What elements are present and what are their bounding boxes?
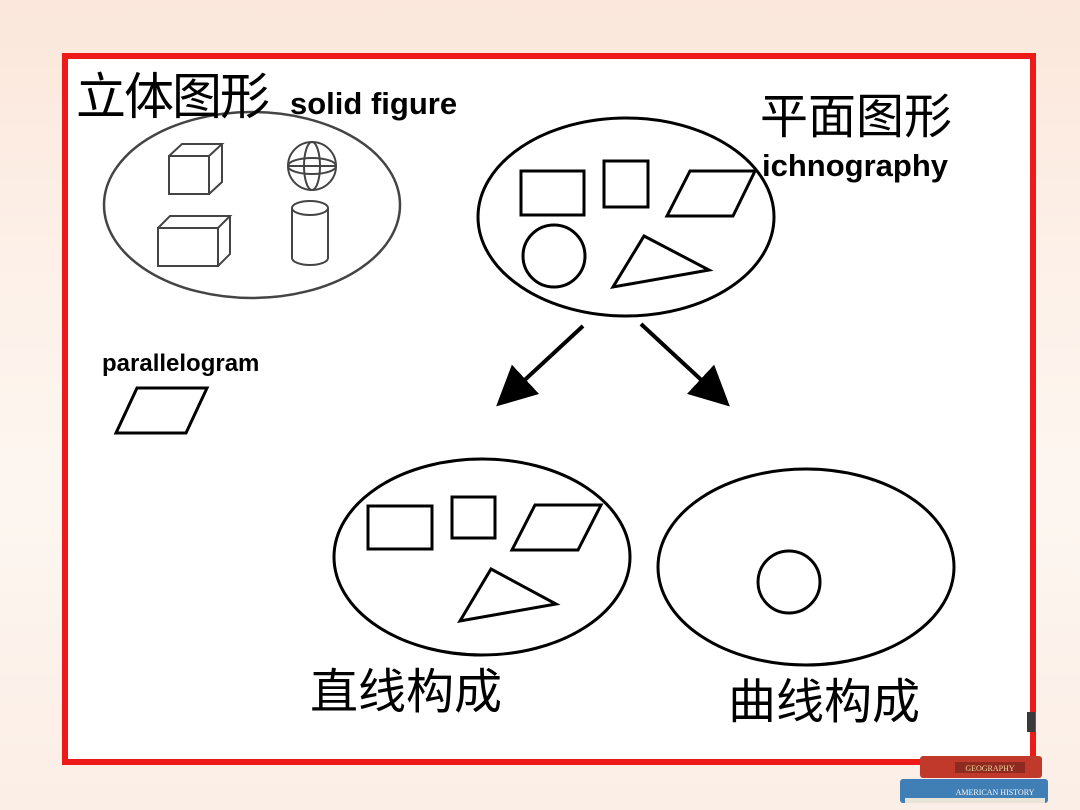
curve-group — [656, 467, 956, 667]
straight-line-label: 直线构成 — [310, 664, 503, 720]
triangle-shape-2 — [457, 566, 561, 624]
cylinder-icon — [291, 200, 329, 266]
book-top-text: GEOGRAPHY — [965, 764, 1015, 773]
sphere-icon — [287, 141, 337, 191]
parallelogram-label: parallelogram — [102, 350, 260, 377]
square-shape — [602, 159, 650, 209]
curve-label: 曲线构成 — [728, 674, 921, 730]
plane-figure-title-cn: 平面图形 — [760, 89, 953, 145]
cuboid-icon — [157, 215, 233, 267]
book-bottom-text: AMERICAN HISTORY — [956, 788, 1035, 797]
rectangle-shape-2 — [366, 504, 434, 551]
solid-figure-title-en: solid figure — [290, 86, 458, 121]
curve-ellipse — [656, 467, 956, 667]
straight-line-ellipse — [332, 457, 632, 657]
cube-icon — [168, 143, 225, 195]
parallelogram-shape — [664, 169, 758, 218]
parallelogram-shape-2 — [509, 503, 604, 552]
plane-figure-title-en: ichnography — [762, 148, 949, 183]
rectangle-shape — [519, 169, 586, 217]
plane-figure-ellipse — [476, 116, 776, 318]
books-icon: GEOGRAPHY AMERICAN HISTORY — [900, 712, 1048, 803]
circle-shape-2 — [756, 549, 822, 615]
solid-figure-group — [102, 110, 402, 300]
plane-figure-group — [476, 116, 776, 318]
arrow-left — [496, 324, 585, 407]
parallelogram-example — [113, 386, 210, 435]
triangle-shape — [609, 234, 714, 290]
square-shape-2 — [450, 495, 497, 540]
straight-line-group — [332, 457, 632, 657]
solid-figure-title-cn: 立体图形 — [76, 68, 270, 126]
solid-figure-ellipse — [102, 110, 402, 300]
arrow-right — [639, 322, 730, 407]
circle-shape — [521, 223, 587, 289]
